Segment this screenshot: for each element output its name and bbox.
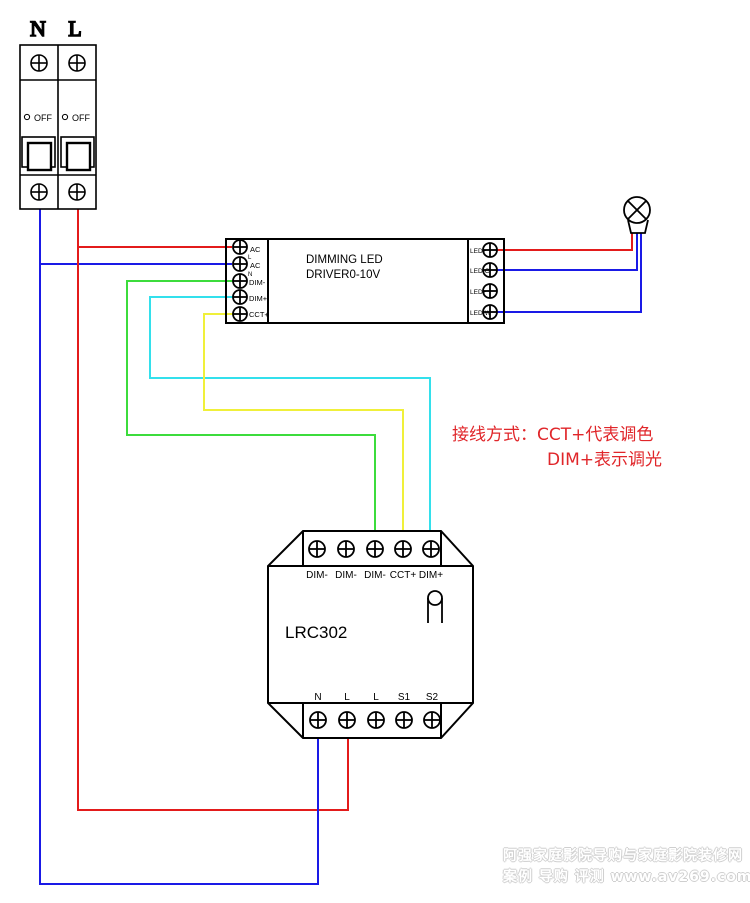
wiring-note-line2: DIM+表示调光 (547, 450, 663, 470)
controller-model: LRC302 (285, 623, 347, 642)
controller-top-terminal-0[interactable] (308, 540, 326, 558)
driver-title-line2: DRIVER0-10V (306, 269, 380, 281)
led-driver: DIMMING LED DRIVER0-10V AC L AC N DIM- D… (225, 238, 505, 324)
driver-input-label-dim-plus: DIM+ (249, 294, 268, 303)
controller-top-terminal-2[interactable] (366, 540, 384, 558)
controller-bottom-terminal-1[interactable] (338, 711, 356, 729)
driver-output-terminal-3[interactable] (482, 304, 498, 320)
controller-top-label: DIM- (335, 570, 357, 581)
wire-live-to-controller (77, 247, 349, 811)
breaker-toggle-n[interactable] (21, 136, 56, 172)
driver-title-line1: DIMMING LED (306, 254, 383, 266)
antenna-icon (427, 590, 443, 623)
controller-bottom-terminal-0[interactable] (309, 711, 327, 729)
wire-dim-plus (149, 296, 431, 548)
watermark-line2: 案例 导购 评测 www.av269.com (503, 869, 750, 885)
controller-bottom-label: S2 (426, 692, 439, 703)
driver-output-label-led-c: LED-C (470, 268, 490, 275)
breaker-label-l: L (68, 16, 81, 41)
controller-bottom-terminal-4[interactable] (423, 711, 441, 729)
breaker-label-n: N (30, 16, 46, 41)
driver-input-label-dim-minus: DIM- (249, 278, 266, 287)
controller-top-label: CCT+ (390, 570, 417, 581)
controller-top-label: DIM+ (419, 570, 443, 581)
driver-output-terminal-2[interactable] (482, 283, 498, 299)
controller-bottom-label: S1 (398, 692, 411, 703)
screw-terminal-icon (30, 54, 48, 72)
wire-live-breaker-to-driver (77, 200, 232, 248)
wire-led-c (496, 233, 638, 271)
watermark-line1: 阿强家庭影院导购与家庭影院装修网 (503, 848, 743, 864)
controller-top-terminal-1[interactable] (337, 540, 355, 558)
breaker-toggle-l[interactable] (60, 136, 95, 172)
driver-input-label-ac-l: AC (250, 245, 261, 254)
controller-bottom-label: N (314, 692, 321, 703)
driver-input-terminal-2[interactable] (232, 273, 248, 289)
wire-cct-plus (203, 313, 404, 548)
driver-output-terminal-1[interactable] (482, 262, 498, 278)
driver-input-terminal-4[interactable] (232, 306, 248, 322)
controller-bottom-terminal-2[interactable] (367, 711, 385, 729)
wiring-note-cct: CCT+代表调色 (537, 425, 654, 445)
wiring-note-line1: 接线方式：CCT+代表调色 (452, 424, 653, 446)
driver-output-label-led-plus: LED+ (470, 248, 487, 255)
controller-top-label: DIM- (364, 570, 386, 581)
controller-top-label: DIM- (306, 570, 328, 581)
driver-input-label-cct-plus: CCT+ (249, 310, 269, 319)
screw-terminal-icon (30, 183, 48, 201)
controller-bottom-label: L (344, 692, 350, 703)
controller-bottom-label: L (373, 692, 379, 703)
wire-dim-minus (126, 280, 376, 548)
controller-bottom-terminal-3[interactable] (395, 711, 413, 729)
wiring-note-prefix: 接线方式： (452, 425, 537, 445)
circuit-breaker: N L OFF OFF (19, 15, 97, 210)
screw-terminal-icon (68, 183, 86, 201)
breaker-off-label: OFF (34, 113, 52, 123)
wire-led-plus (496, 233, 633, 251)
breaker-off-label: OFF (72, 113, 90, 123)
wire-neutral-to-controller (39, 264, 319, 885)
driver-output-label-led-w: LED-W (470, 310, 492, 317)
driver-sublabel-l: L (248, 255, 252, 261)
controller-top-terminal-3[interactable] (394, 540, 412, 558)
driver-output-label-led-plus-2: LED+ (470, 289, 487, 296)
driver-input-terminal-3[interactable] (232, 289, 248, 305)
lamp-icon (623, 196, 651, 234)
driver-output-terminal-0[interactable] (482, 242, 498, 258)
driver-input-terminal-0[interactable] (232, 239, 248, 255)
driver-input-terminal-1[interactable] (232, 256, 248, 272)
driver-input-label-ac-n: AC (250, 261, 261, 270)
wire-led-w (496, 233, 642, 313)
lrc302-controller: LRC302 (267, 530, 474, 739)
driver-sublabel-n: N (248, 272, 252, 278)
screw-terminal-icon (68, 54, 86, 72)
controller-top-terminal-4[interactable] (422, 540, 440, 558)
